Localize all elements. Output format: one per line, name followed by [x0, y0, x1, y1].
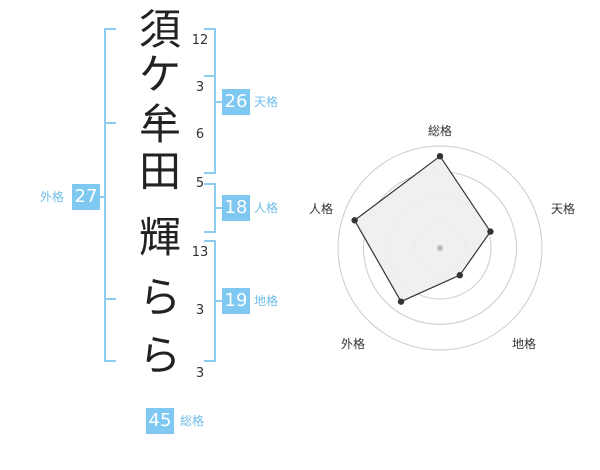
name-char-1: 須	[138, 5, 181, 54]
radar-axis-label-gaikaku: 外格	[340, 337, 365, 351]
jinkaku-connector	[214, 207, 222, 209]
tenkaku-label: 天格	[254, 95, 279, 109]
bracket-tick	[106, 122, 116, 124]
stroke-count-3: 6	[195, 127, 205, 142]
radar-chart	[337, 145, 543, 351]
stroke-count-2: 3	[195, 80, 205, 95]
soukaku-label: 総格	[180, 414, 205, 428]
jinkaku-label: 人格	[254, 201, 279, 215]
radar-point	[487, 228, 494, 235]
jinkaku-value: 18	[222, 195, 250, 221]
radar-point	[436, 153, 444, 160]
name-char-7: ら	[138, 331, 181, 380]
stroke-count-6: 3	[195, 303, 205, 318]
name-char-6: ら	[138, 273, 181, 322]
radar-polygon	[353, 155, 492, 303]
chikaku-connector	[214, 300, 222, 302]
radar-center-dot	[437, 245, 443, 251]
gaikaku-value: 27	[72, 184, 100, 210]
gaikaku-bracket	[104, 28, 116, 362]
name-char-5: 輝	[138, 213, 181, 262]
chikaku-label: 地格	[254, 294, 279, 308]
stroke-count-7: 3	[195, 366, 205, 381]
name-char-2: ケ	[138, 50, 181, 99]
soukaku-value: 45	[146, 408, 174, 434]
name-char-4: 田	[138, 147, 181, 196]
stroke-count-1: 12	[191, 33, 209, 48]
chikaku-value: 19	[222, 288, 250, 314]
radar-axis-label-jinkaku: 人格	[308, 202, 333, 216]
stroke-count-4: 5	[195, 176, 205, 191]
stroke-count-5: 13	[191, 245, 209, 260]
radar-point	[456, 272, 463, 279]
radar-point	[351, 217, 358, 224]
gaikaku-label: 外格	[40, 190, 65, 204]
radar-axis-label-chikaku: 地格	[511, 337, 536, 351]
gaikaku-connector	[96, 196, 106, 198]
bracket-tick	[204, 75, 214, 77]
bracket-tick	[106, 298, 116, 300]
radar-axis-label-soukaku: 総格	[427, 124, 452, 138]
radar-ring	[337, 145, 543, 351]
tenkaku-value: 26	[222, 89, 250, 115]
tenkaku-connector	[214, 101, 222, 103]
radar-axis-label-tenkaku: 天格	[550, 202, 575, 216]
radar-point	[397, 298, 405, 305]
name-char-3: 牟	[138, 100, 181, 149]
